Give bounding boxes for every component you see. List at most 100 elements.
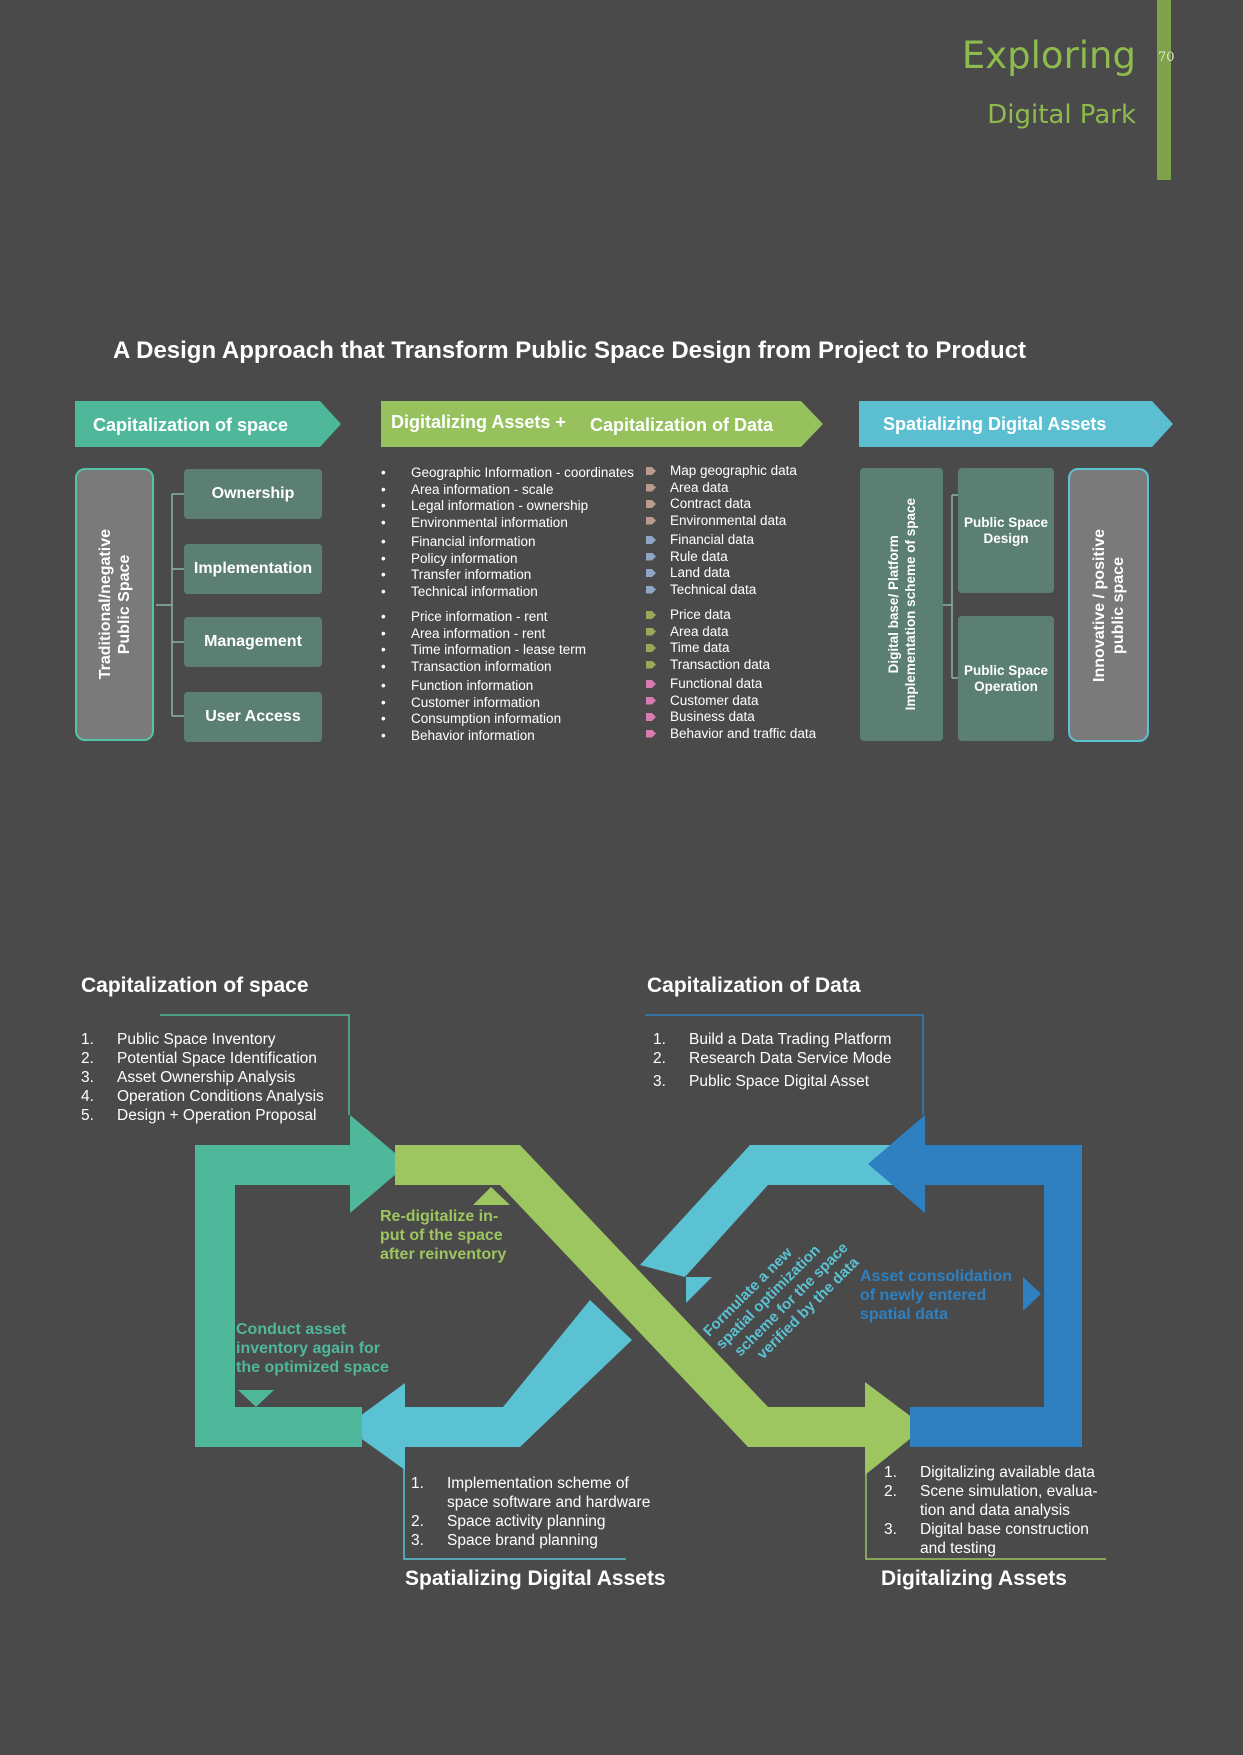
page-number: 70 [1158,50,1175,65]
redigitalize-label: Re-digitalize in- put of the space after… [380,1207,506,1264]
list-item: 3. Space brand planning [411,1531,650,1550]
header-title: Exploring [961,34,1136,77]
info-item: Geographic Information - coordinates [381,465,634,482]
information-list: Geographic Information - coordinatesArea… [381,465,634,744]
teal-arrowhead [350,1115,408,1213]
label-line: the optimized space [236,1359,389,1376]
data-item: Map geographic data [646,463,816,480]
data-item: Business data [646,709,816,726]
label-line: put of the space [380,1227,503,1244]
list-number: 1. [653,1031,666,1048]
label-line: Conduct asset [236,1321,347,1338]
list-text: Potential Space Identification [117,1050,317,1067]
arrow-marker-icon [646,585,656,594]
green-arrowhead [865,1382,925,1475]
cap-data-bracket [645,1014,924,1115]
section1-connectors [156,493,184,717]
data-item-label: Map geographic data [670,463,797,478]
section3-arrow [859,401,1173,447]
teal-loop [195,1145,362,1447]
section1-arrow [75,401,341,447]
info-group: Price information - rentArea information… [381,609,634,675]
asset-consolidation-label: Asset consolidation of newly entered spa… [860,1267,1012,1324]
cyan-band-lower [402,1300,632,1447]
implementation-box: Implementation [184,544,322,594]
list-item: 1.Digitalizing available data [884,1463,1098,1482]
list-text: Design + Operation Proposal [117,1107,317,1124]
data-item: Technical data [646,582,816,599]
list-item: and testing [884,1539,1098,1558]
digitalizing-bracket [865,1450,1106,1560]
data-item-label: Price data [670,607,731,622]
list-text: Build a Data Trading Platform [689,1031,892,1048]
data-item-label: Transaction data [670,656,771,672]
arrow-marker-icon [646,536,656,544]
data-item-label: Rule data [670,548,728,564]
data-item-label: Behavior and traffic data [670,725,817,741]
info-item: Policy information [381,551,634,568]
data-item-label: Area data [670,479,729,495]
list-number: 2. [81,1050,94,1067]
arrow-marker-icon [646,552,656,561]
info-item: Legal information - ownership [381,498,634,515]
traditional-public-space-box: Traditional/negative Public Space [75,468,154,741]
cap-data-heading: Capitalization of Data [647,974,861,997]
list-text: Digital base construction [920,1521,1089,1538]
list-text: Space activity planning [447,1513,606,1530]
spatializing-heading: Spatializing Digital Assets [405,1567,666,1590]
list-text: Space brand planning [447,1532,598,1549]
arrow-marker-icon [646,611,656,619]
data-item-label: Land data [670,565,731,580]
info-group: Financial informationPolicy informationT… [381,534,634,600]
blue-arrowhead [868,1115,925,1213]
section2-label-a: Digitalizing Assets + [391,412,566,432]
list-number: 1. [884,1464,897,1481]
arrow-marker-icon [646,516,656,525]
arrow-marker-icon [646,713,656,721]
section2-label-b: Capitalization of Data [590,415,774,435]
data-item-label: Area data [670,623,729,639]
data-item-label: Functional data [670,676,763,691]
list-text: Public Space Digital Asset [689,1073,870,1090]
list-text: Asset Ownership Analysis [117,1069,296,1086]
arrow-marker-icon [646,680,656,688]
list-item: 4.Operation Conditions Analysis [81,1087,324,1106]
list-number: 2. [653,1050,666,1067]
list-number: 3. [81,1069,94,1086]
list-number: 3. [884,1521,897,1538]
info-group: Function informationCustomer information… [381,678,634,744]
arrow-marker-icon [646,569,656,577]
arrow-marker-icon [646,729,656,738]
arrow-marker-icon [646,696,656,705]
list-number: 3. [653,1073,666,1090]
info-item: Behavior information [381,728,634,745]
label-line: Re-digitalize in- [380,1208,499,1225]
arrow-marker-icon [646,500,656,508]
list-item: space software and hardware [411,1493,650,1512]
list-item: 1.Implementation scheme of [411,1474,650,1493]
arrow-marker-icon [646,644,656,652]
info-item: Function information [381,678,634,695]
list-text: Public Space Inventory [117,1031,276,1048]
list-number: 4. [81,1088,94,1105]
public-space-design-box: Public Space Design [958,468,1054,593]
list-number: 3. [411,1532,424,1549]
arrow-marker-icon [646,627,656,636]
list-number: 1. [411,1475,424,1492]
section3-connectors [943,494,958,679]
info-item: Price information - rent [381,609,634,626]
green-small-triangle [473,1187,510,1205]
arrow-marker-icon [646,467,656,475]
cyan-arrowhead [345,1383,405,1470]
section3-label: Spatializing Digital Assets [883,414,1107,434]
info-item: Technical information [381,584,634,601]
